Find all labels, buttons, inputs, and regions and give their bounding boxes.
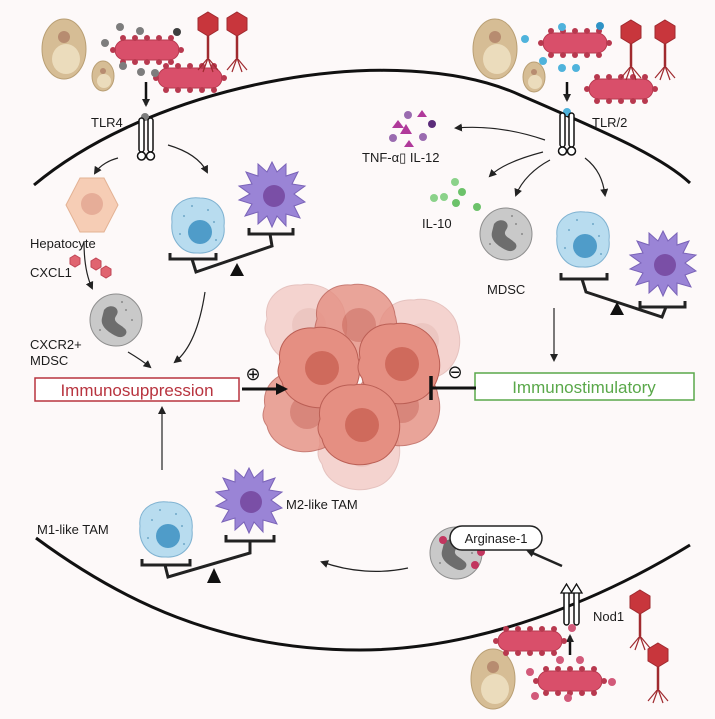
cxcr2-mdsc-cell-icon <box>89 293 143 347</box>
balance-scale-icon <box>168 228 295 274</box>
microbes-top-left <box>41 10 249 121</box>
mdsc-cell-icon <box>479 207 533 261</box>
cxcr2-label-line2: MDSC <box>30 353 68 368</box>
microbes-bottom-right <box>470 588 670 710</box>
nod1-label: Nod1 <box>593 609 624 624</box>
promotes-plus-icon: ⊕ <box>245 364 260 385</box>
bacterium-icon <box>109 34 185 66</box>
m1-macrophage-icon <box>171 197 225 254</box>
tlr4-label: TLR4 <box>91 115 123 130</box>
balance-fulcrum-icon <box>230 263 244 276</box>
phage-icon <box>653 18 677 82</box>
hepatocyte-icon <box>65 177 119 233</box>
tlr2-label: TLR/2 <box>592 115 627 130</box>
membrane-bottom <box>35 536 691 652</box>
phage-icon <box>628 588 652 652</box>
bacterium-icon <box>537 27 613 59</box>
m2-tam-cell-icon <box>215 467 283 534</box>
immunostimulatory-box: Immunostimulatory <box>474 372 695 401</box>
microbes-top-right <box>472 18 677 116</box>
inhibits-minus-icon: ⊖ <box>447 362 462 383</box>
m1-tam-cell-icon <box>139 501 193 558</box>
bacterium-icon <box>583 73 659 105</box>
balance-fulcrum-icon <box>610 302 624 315</box>
balance-scale-icon <box>559 273 687 319</box>
cxcl1-chemokine-icon <box>69 254 112 279</box>
phage-icon <box>619 18 643 82</box>
m2-macrophage-icon <box>238 161 306 228</box>
arginase-label: Arginase-1 <box>465 531 528 546</box>
tnf-il12-label: TNF-α▯ IL-12 <box>362 150 440 165</box>
lta-particles <box>521 22 604 116</box>
bacterium-icon <box>492 625 568 657</box>
yeast-icon <box>522 61 546 93</box>
m1-macrophage-icon <box>556 211 610 268</box>
cxcr2-label-line1: CXCR2+ <box>30 337 82 352</box>
hepatocyte-label: Hepatocyte <box>30 236 96 251</box>
m2-tam-label: M2-like TAM <box>286 497 358 512</box>
yeast-icon <box>470 648 516 710</box>
immunosuppression-label: Immunosuppression <box>60 381 213 400</box>
phage-icon <box>225 10 249 74</box>
yeast-icon <box>472 18 518 80</box>
peptidoglycan-particles <box>526 624 616 702</box>
mdsc-label: MDSC <box>487 282 525 297</box>
il10-cytokines-icon <box>430 178 481 211</box>
nod1-receptor-icon <box>559 582 584 626</box>
m2-macrophage-icon <box>629 230 697 297</box>
balance-scale-icon <box>140 535 276 579</box>
tlr2-receptor-icon <box>557 112 577 156</box>
yeast-icon <box>91 60 115 92</box>
immunostimulatory-label: Immunostimulatory <box>512 378 656 397</box>
balance-fulcrum-icon <box>207 568 221 583</box>
tlr4-receptor-icon <box>136 117 156 161</box>
tnf-il12-cytokines-icon <box>389 110 436 147</box>
immunosuppression-box: Immunosuppression <box>34 377 240 402</box>
cxcl1-label: CXCL1 <box>30 265 72 280</box>
il10-label: IL-10 <box>422 216 452 231</box>
bacterium-icon <box>532 665 608 697</box>
phage-icon <box>646 641 670 705</box>
arginase-label-pill: Arginase-1 <box>449 525 543 551</box>
m1-tam-label: M1-like TAM <box>37 522 109 537</box>
yeast-icon <box>41 18 87 80</box>
phage-icon <box>196 10 220 74</box>
